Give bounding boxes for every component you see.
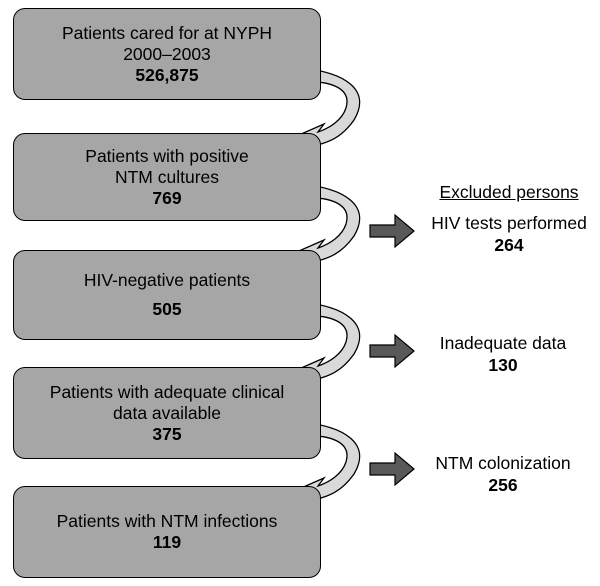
excluded-item-3: NTM colonization 256 [418, 452, 588, 496]
excluded-item-2: Inadequate data 130 [418, 332, 588, 376]
excluded-count: 264 [494, 235, 524, 255]
step-label-line: data available [113, 402, 221, 423]
step-count: 526,875 [135, 64, 199, 85]
step-count: 375 [152, 423, 182, 444]
step-box-5: Patients with NTM infections 119 [13, 486, 321, 578]
step-box-2: Patients with positive NTM cultures 769 [13, 133, 321, 221]
step-label-line: 2000–2003 [123, 43, 211, 64]
excluded-label: NTM colonization [435, 453, 571, 473]
step-count: 769 [152, 187, 182, 208]
step-label-line: Patients with NTM infections [56, 511, 278, 531]
exclusion-arrow-1 [369, 213, 415, 249]
excluded-count: 256 [488, 475, 518, 495]
step-box-3: HIV-negative patients 505 [13, 250, 321, 340]
step-label-line: Patients with positive [85, 145, 249, 166]
excluded-label: Inadequate data [439, 333, 567, 353]
step-box-1: Patients cared for at NYPH 2000–2003 526… [13, 8, 321, 100]
excluded-heading: Excluded persons [439, 182, 579, 202]
exclusion-arrow-2 [369, 333, 415, 369]
step-label-line: NTM cultures [114, 166, 220, 187]
excluded-label: HIV tests performed [431, 213, 587, 233]
step-count: 505 [152, 299, 182, 319]
excluded-count: 130 [488, 355, 518, 375]
step-label-line: Patients cared for at NYPH [61, 22, 273, 43]
excluded-item-1: HIV tests performed 264 [418, 212, 600, 256]
step-box-4: Patients with adequate clinical data ava… [13, 367, 321, 459]
step-count: 119 [152, 532, 182, 552]
step-label-line: Patients with adequate clinical [49, 381, 285, 402]
exclusion-arrow-3 [369, 451, 415, 487]
step-label-line: HIV-negative patients [83, 270, 251, 290]
